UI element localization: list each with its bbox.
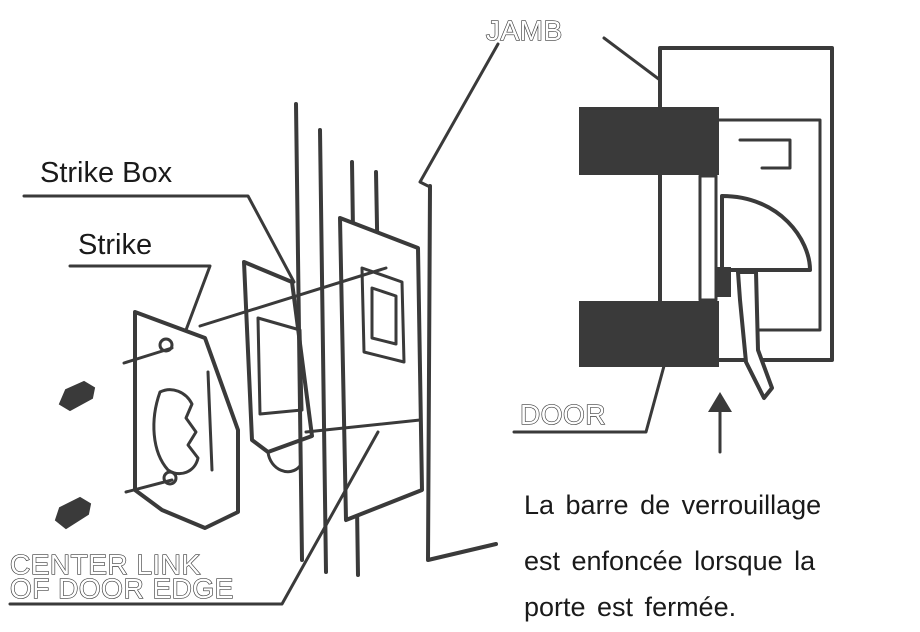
leader-lines [8, 36, 666, 606]
door-edge-plates [294, 102, 424, 577]
label-center-link-line1: CENTER LINK [10, 549, 201, 580]
jamb-edge [426, 184, 498, 562]
note-line-2: est enfoncée lorsque la [524, 546, 816, 576]
label-jamb: JAMB [486, 15, 563, 46]
note-line-1: La barre de verrouillage [524, 490, 821, 520]
arrow-up-icon [708, 392, 732, 454]
label-strike-box: Strike Box [40, 157, 173, 189]
screw-bottom [54, 496, 92, 530]
strike-box [242, 260, 314, 474]
cross-section [579, 46, 834, 400]
lock-bar [736, 270, 774, 400]
label-door: DOOR [520, 399, 606, 430]
screw-top [58, 380, 96, 412]
label-center-link-line2: OF DOOR EDGE [10, 573, 234, 604]
latch-bolt [720, 194, 812, 272]
note-line-3: porte est fermée. [524, 592, 736, 622]
screws [54, 380, 96, 530]
strike-plate [133, 310, 240, 530]
label-strike: Strike [78, 229, 152, 261]
